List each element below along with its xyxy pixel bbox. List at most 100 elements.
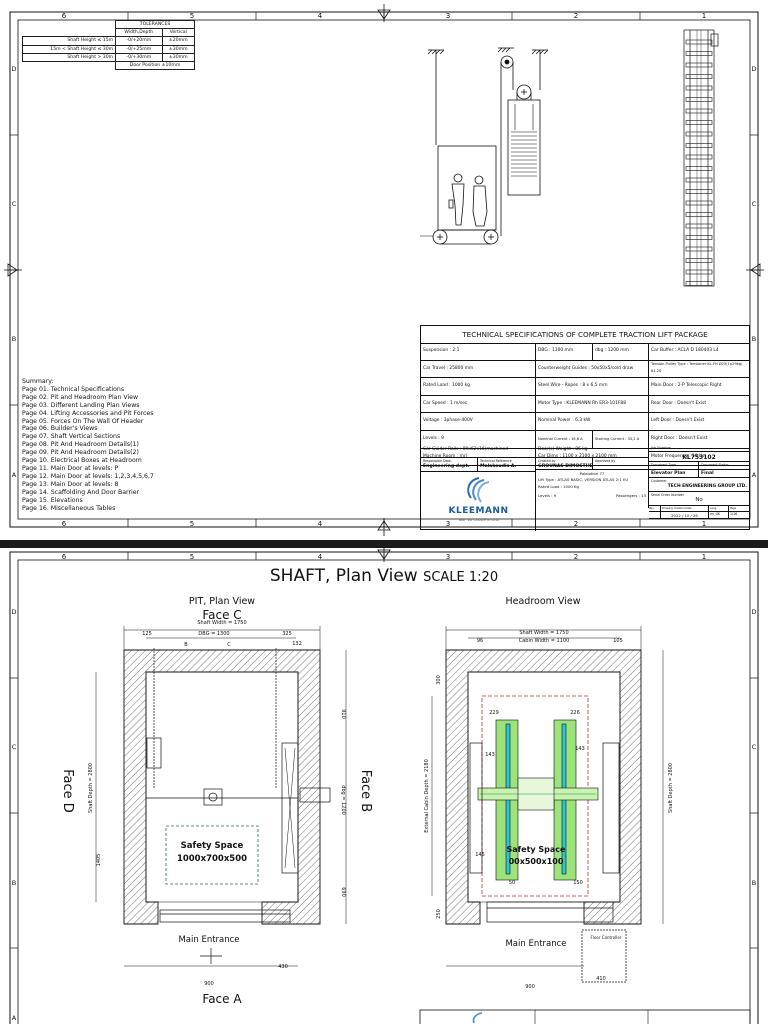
hr-cabin-width: Cabin Width = 1100 (519, 638, 570, 644)
summary-item: Page 13. Main Door at levels: 8 (22, 480, 119, 488)
shaft-rail-brackets (685, 39, 713, 286)
pit-dim-430: 430 (278, 964, 288, 970)
summary-title: Summary: (22, 378, 54, 385)
col-label-2: 2 (574, 553, 578, 561)
summary-list: Summary: Page 01. Technical Specificatio… (22, 378, 192, 512)
row-label-d-right: D (751, 608, 756, 616)
face-a-label: Face A (202, 992, 242, 1006)
pit-dim-1200: dbg = 1200 (340, 785, 346, 815)
rail-bracket (685, 143, 713, 148)
title-block: Car Guider Rails : 89x62x16(machined Doo… (421, 446, 749, 531)
spec-row: Voltage : 3phase-400V Nominal Power : 6,… (421, 413, 749, 431)
brand-name: KLEEMANN (448, 506, 509, 516)
pit-dim-690: 690 (340, 887, 346, 897)
hr-dim-96: 96 (477, 638, 483, 644)
hr-dim-300: 300 (436, 675, 442, 685)
rail-bracket (685, 51, 713, 56)
brand-tagline: Your 1st Choice in Lifts (458, 518, 499, 522)
summary-item: Page 09. Pit And Headroom Details(2) (22, 449, 139, 457)
col-label-5-bottom: 5 (190, 520, 194, 528)
col-label-6-bottom: 6 (62, 520, 67, 528)
drawing-sheet-page-2: 6 5 4 3 2 1 D C B A D C B (0, 548, 768, 1024)
hr-shaft-width: Shaft Width = 1750 (519, 630, 568, 636)
rail-bracket (685, 74, 713, 79)
row-label-a-left: A (12, 471, 17, 479)
summary-item: Page 15. Elevations (22, 496, 83, 504)
drawing-date: 2022 / 10 / 26 (661, 512, 709, 519)
hr-ext-cabin-depth: External Cabin Depth = 2180 (424, 759, 430, 833)
summary-item: Page 04. Lifting Accessories and Pit For… (22, 409, 154, 417)
pit-shaft-depth: Shaft Depth = 2800 (88, 763, 94, 813)
row-label-c-right: C (752, 200, 757, 208)
summary-item: Page 11. Main Door at levels: P (22, 464, 119, 472)
row-label-b-right: B (752, 335, 756, 343)
col-label-1-top: 1 (702, 12, 706, 20)
hr-dim-50: 50 (509, 880, 515, 886)
rail-bracket (685, 189, 713, 194)
summary-item: Page 08. Pit And Headroom Details(1) (22, 441, 139, 449)
col-label-5-top: 5 (190, 12, 194, 20)
doc-status: Final (699, 470, 749, 478)
hr-main-entrance: Main Entrance (505, 939, 566, 949)
summary-item: Page 05. Forces On The Wall Of Header (22, 417, 144, 425)
summary-item: Page 16. Miscellaneous Tables (22, 504, 116, 512)
pit-dim-325: 325 (282, 631, 292, 637)
row-label-a-left: A (12, 1014, 17, 1022)
rail-bracket (685, 131, 713, 137)
sheet-divider (0, 540, 768, 548)
headroom-title: Headroom View (506, 596, 581, 607)
summary-item: Page 14. Scaffolding And Door Barrier (22, 488, 140, 496)
pit-dim-900: 900 (204, 981, 214, 987)
spec-row: Suspension : 2:1 DBG : 1300 mm dbg : 120… (421, 343, 749, 361)
col-label-3: 3 (446, 553, 450, 561)
pit-shaft-width: Shaft Width = 1750 (197, 620, 246, 626)
rail-bracket (685, 85, 713, 91)
col-label-2-bottom: 2 (574, 520, 578, 528)
hr-dim-143-right: 143 (575, 746, 585, 752)
row-label-d-right: D (751, 65, 756, 73)
scale-label: SCALE 1:20 (423, 570, 499, 585)
rail-bracket (685, 212, 713, 217)
hr-dim-226: 226 (570, 710, 580, 716)
hr-shaft-depth: Shaft Depth = 2800 (668, 763, 674, 813)
summary-item: Page 07. Shaft Vertical Sections (22, 433, 121, 441)
tolerances-footer: Door Position ±10mm (115, 60, 195, 71)
rail-bracket (685, 281, 713, 286)
tolerances-title: TOLERANCES (115, 19, 195, 30)
row-label-c-right: C (752, 743, 757, 751)
row-label-c-left: C (12, 743, 17, 751)
kleemann-logo: Responsible Dept. Engineering dept. Tech… (421, 458, 536, 531)
spec-row: Car Speed : 1 m/sec Motor Type : KLEEMAN… (421, 395, 749, 414)
hr-dim-150: 150 (573, 880, 583, 886)
spec-row: Car Travel : 25800 mm Counterweight Guid… (421, 360, 749, 379)
pit-plan-view (95, 626, 347, 967)
pit-dbg: DBG = 1300 (198, 631, 229, 637)
b-mark: B (184, 642, 188, 648)
face-b-label: Face B (358, 770, 373, 812)
summary-item: Page 12. Main Door at levels: 1,2,3,4,5,… (22, 472, 154, 480)
hr-dim-229: 229 (489, 710, 499, 716)
drawing-sheet-page-1: 6 5 4 3 2 1 6 5 4 3 2 1 D C B A D C B A (4, 4, 764, 536)
spec-grid: Suspension : 2:1 DBG : 1300 mm dbg : 120… (421, 343, 749, 467)
col-label-1: 1 (702, 553, 706, 561)
doc-type: Elevator Plan (649, 470, 699, 478)
col-label-3-top: 3 (446, 12, 450, 20)
c-mark: C (227, 642, 231, 648)
col-label-2-top: 2 (574, 12, 578, 20)
hr-dim-105: 105 (613, 638, 623, 644)
rail-bracket (685, 200, 713, 206)
rail-bracket (685, 154, 713, 160)
summary-item: Page 02. Pit and Headroom Plan View (22, 393, 139, 401)
sheet1-frame: 6 5 4 3 2 1 6 5 4 3 2 1 D C B A D C B A (4, 4, 764, 536)
rail-bracket (685, 246, 713, 252)
rail-bracket (685, 223, 713, 229)
tolerances-row: Shaft Height > 30m -0/+30mm ±30mm (21, 52, 195, 62)
rail-bracket (685, 97, 713, 102)
technical-specifications-table: TECHNICAL SPECIFICATIONS OF COMPLETE TRA… (420, 325, 750, 531)
shaft-plan-title: SHAFT, Plan View SCALE 1:20 (269, 566, 499, 586)
car-sling-frame (477, 719, 599, 881)
safety-space-label: Safety Space (181, 841, 244, 851)
tolerances-row: Shaft Height ≤ 15m -0/+20mm ±20mm (21, 36, 195, 46)
col-label-6-top: 6 (62, 12, 67, 20)
rail-bracket (685, 235, 713, 240)
